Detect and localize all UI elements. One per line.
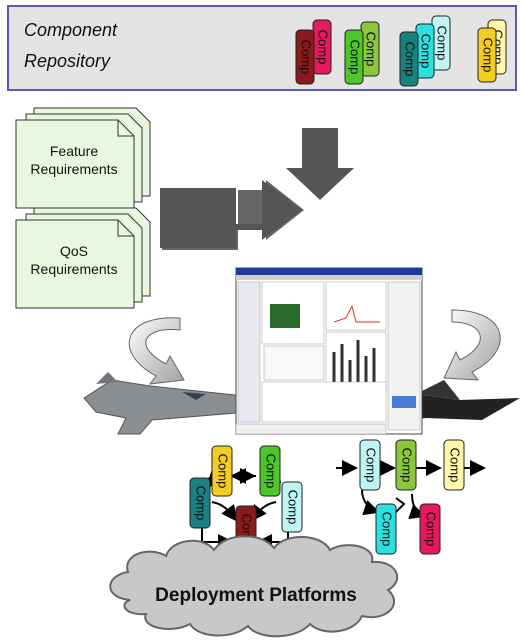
component-block: Comp	[419, 503, 441, 555]
component-block: Comp	[415, 23, 435, 79]
feature-requirements-docs: Feature Requirements	[15, 107, 151, 209]
curved-arrow-left	[128, 317, 185, 385]
component-label: Comp	[481, 38, 496, 73]
doc-sheet-front	[15, 219, 135, 309]
component-block: Comp	[399, 31, 419, 87]
component-block: Comp	[295, 29, 315, 85]
repository-down-arrow	[286, 128, 354, 200]
feature-label-line2: Requirements	[30, 161, 117, 177]
component-label: Comp	[400, 448, 415, 483]
screenshot-color-swatch	[392, 396, 416, 408]
screenshot-tree-panel	[237, 281, 261, 423]
screenshot-grid-panel	[261, 381, 387, 423]
component-box	[189, 477, 211, 529]
component-block: Comp	[443, 439, 465, 491]
component-box	[211, 445, 233, 497]
component-label: Comp	[424, 512, 439, 547]
screenshot-table-panel	[263, 345, 325, 381]
component-box	[344, 29, 364, 85]
component-label: Comp	[364, 448, 379, 483]
qos-label-line2: Requirements	[30, 261, 117, 277]
component-label: Comp	[316, 30, 331, 65]
doc-sheet-front	[15, 119, 135, 209]
component-block: Comp	[259, 445, 281, 497]
component-block: Comp	[359, 439, 381, 491]
screenshot-titlebar	[236, 268, 422, 275]
component-box	[399, 31, 419, 87]
repository-title-line1: Component	[24, 20, 118, 40]
modeling-tool-screenshot	[235, 267, 423, 435]
component-block: Comp	[395, 439, 417, 491]
component-block: Comp	[344, 29, 364, 85]
jet-tail	[96, 372, 118, 384]
component-label: Comp	[348, 40, 363, 75]
component-box	[281, 481, 303, 533]
block-arrow-body	[160, 188, 236, 248]
screenshot-output-panel	[235, 423, 387, 435]
doc-fold	[117, 220, 134, 237]
component-label: Comp	[299, 40, 314, 75]
block-arrow-down	[286, 128, 354, 200]
component-box	[419, 503, 441, 555]
qos-label-line1: QoS	[60, 243, 88, 259]
component-block: Comp	[431, 15, 451, 71]
component-label: Comp	[216, 454, 231, 489]
component-label: Comp	[380, 512, 395, 547]
drone-fin	[416, 380, 460, 400]
component-box	[477, 27, 497, 83]
feature-label-line1: Feature	[50, 143, 98, 159]
fighter-jet-image	[83, 372, 249, 435]
screenshot-plot-panel	[325, 281, 387, 331]
screenshot-menubar	[236, 275, 422, 280]
component-block: Comp	[312, 19, 332, 75]
component-block: Comp	[281, 481, 303, 533]
deployment-platforms-cloud: Deployment Platforms	[109, 535, 399, 638]
component-label: Comp	[448, 448, 463, 483]
screenshot-board-image	[270, 304, 300, 328]
component-block: Comp	[360, 21, 380, 77]
component-label: Comp	[364, 32, 379, 67]
component-label: Comp	[194, 486, 209, 521]
component-block: Comp	[211, 445, 233, 497]
component-label: Comp	[403, 42, 418, 77]
component-box	[443, 439, 465, 491]
component-block: Comp	[477, 27, 497, 83]
connector	[395, 497, 406, 513]
component-label: Comp	[286, 490, 301, 525]
requirements-arrow	[160, 180, 304, 250]
qos-requirements-docs: QoS Requirements	[15, 207, 151, 309]
component-box	[295, 29, 315, 85]
component-box	[359, 439, 381, 491]
cloud-shape	[109, 535, 399, 638]
component-label: Comp	[435, 26, 450, 61]
connector	[211, 501, 238, 522]
jet-cockpit	[182, 392, 206, 400]
component-box	[375, 503, 397, 555]
component-block: Comp	[189, 477, 211, 529]
component-label: Comp	[264, 454, 279, 489]
component-box	[395, 439, 417, 491]
screenshot-plot-line	[333, 304, 380, 323]
doc-fold	[117, 120, 134, 137]
repository-title-line2: Repository	[24, 51, 111, 71]
jet-body	[83, 379, 249, 435]
screenshot-3d-bars	[332, 340, 376, 384]
component-block: Comp	[375, 503, 397, 555]
component-label: Comp	[419, 34, 434, 69]
deployment-platforms-label: Deployment Platforms	[155, 585, 357, 606]
component-box	[259, 445, 281, 497]
curved-arrow-right	[443, 309, 501, 381]
